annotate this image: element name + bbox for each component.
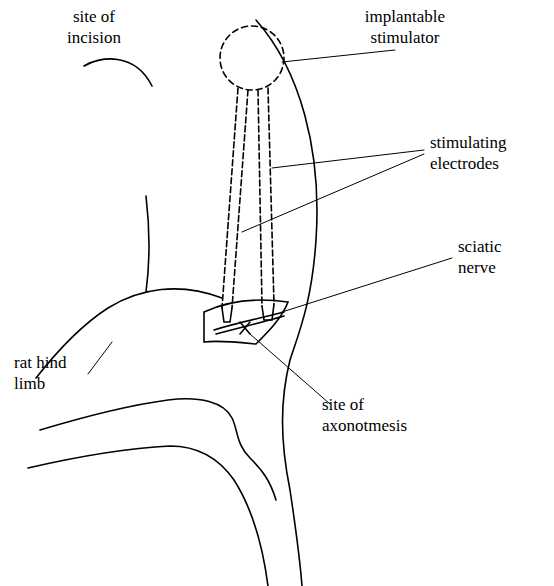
stimulator-outline [220,26,284,90]
incision-pocket [204,300,288,344]
body-outline [256,20,317,586]
leader-line [242,150,424,232]
part-label: rat hind limb [14,352,94,394]
leader-line [282,258,452,312]
electrode-lead [258,88,274,306]
leader-line [250,334,330,404]
body-outline-left [146,196,149,292]
limb-outline-foot [28,446,268,586]
leader-line [88,342,112,374]
part-label: site of incision [52,6,136,48]
axonotmesis-mark [240,322,250,334]
leader-line [282,50,395,62]
part-label: stimulating electrodes [430,132,540,174]
part-label: sciatic nerve [458,236,538,278]
electrode-lead [222,88,248,308]
sciatic-nerve [214,312,284,334]
limb-outline-lower [40,399,276,500]
part-label: implantable stimulator [340,6,470,48]
incision-arc [84,59,152,86]
electrode-tip [222,308,232,322]
part-label: site of axonotmesis [322,394,452,436]
